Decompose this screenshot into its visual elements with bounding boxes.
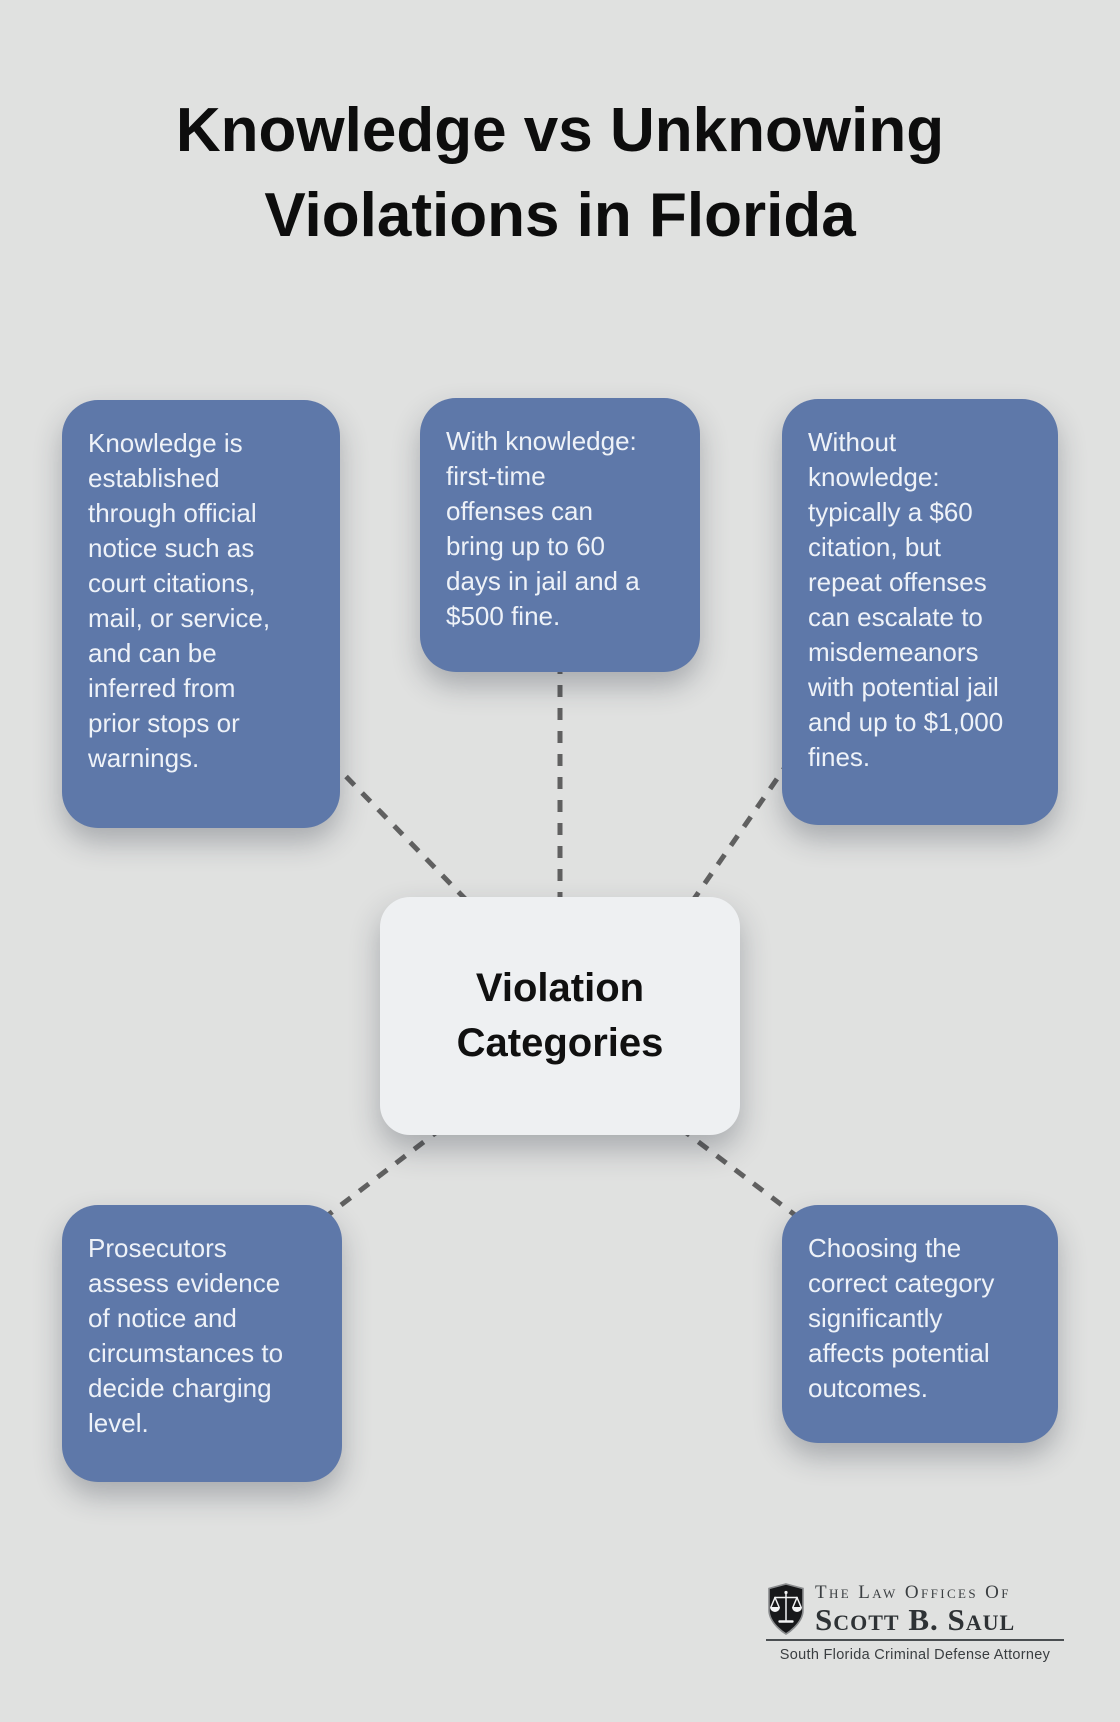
scales-of-justice-shield-icon [768,1583,804,1635]
node-without-knowledge-text: Without knowledge: typically a $60 citat… [808,427,1004,772]
node-prosecutors: Prosecutors assess evidence of notice an… [62,1205,342,1482]
node-prosecutors-text: Prosecutors assess evidence of notice an… [88,1233,284,1438]
center-node-label: Violation Categories [456,966,664,1065]
node-knowledge-notice: Knowledge is established through officia… [62,400,340,828]
node-knowledge-notice-text: Knowledge is established through officia… [88,428,271,773]
firm-logo: The Law Offices Of Scott B. Saul South F… [766,1582,1064,1663]
logo-tagline: South Florida Criminal Defense Attorney [779,1647,1051,1663]
firm-logo-row: The Law Offices Of Scott B. Saul [766,1582,1064,1636]
logo-divider [766,1639,1064,1641]
connector-topright-to-center [682,758,793,914]
connector-topleft-to-center [328,758,480,914]
node-category-choice-text: Choosing the correct category significan… [808,1233,995,1403]
connector-center-to-bottomleft [326,1126,444,1217]
firm-logo-text: The Law Offices Of Scott B. Saul [815,1582,1015,1636]
node-with-knowledge: With knowledge: first-time offenses can … [420,398,700,672]
title-line-1: Knowledge vs Unknowing [175,96,945,165]
node-with-knowledge-text: With knowledge: first-time offenses can … [446,426,640,631]
node-without-knowledge: Without knowledge: typically a $60 citat… [782,399,1058,825]
title-line-2: Violations in Florida [264,181,856,250]
connector-center-to-bottomright [678,1126,797,1217]
center-node-violation-categories: Violation Categories [380,897,740,1135]
node-category-choice: Choosing the correct category significan… [782,1205,1058,1443]
logo-firm-name: Scott B. Saul [815,1602,1016,1637]
logo-firm-prefix: The Law Offices Of [815,1582,1011,1603]
